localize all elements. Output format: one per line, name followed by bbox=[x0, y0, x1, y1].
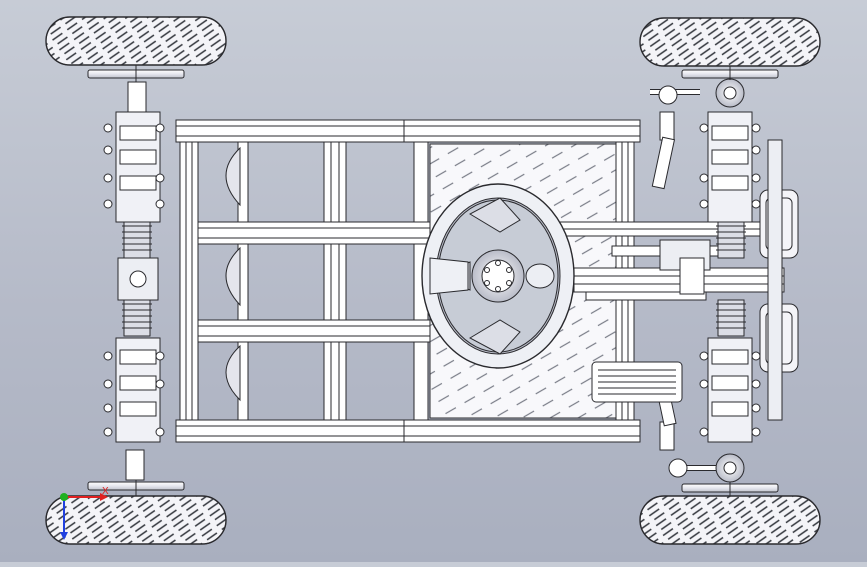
left-suspension bbox=[103, 81, 165, 481]
seat-cushion bbox=[759, 139, 799, 421]
wheel-front-left bbox=[45, 16, 227, 82]
y-axis-point bbox=[60, 493, 68, 501]
seat-braces bbox=[225, 146, 241, 402]
steering-wheel bbox=[421, 183, 575, 369]
pedal bbox=[591, 361, 683, 403]
steering-column bbox=[559, 221, 785, 301]
wheel-front-right bbox=[639, 17, 821, 80]
x-axis-label: X bbox=[102, 486, 109, 497]
coordinate-triad: X bbox=[60, 486, 109, 540]
wheel-rear-right bbox=[639, 482, 821, 545]
right-suspension bbox=[699, 111, 761, 443]
wheel-rear-left bbox=[45, 480, 227, 545]
